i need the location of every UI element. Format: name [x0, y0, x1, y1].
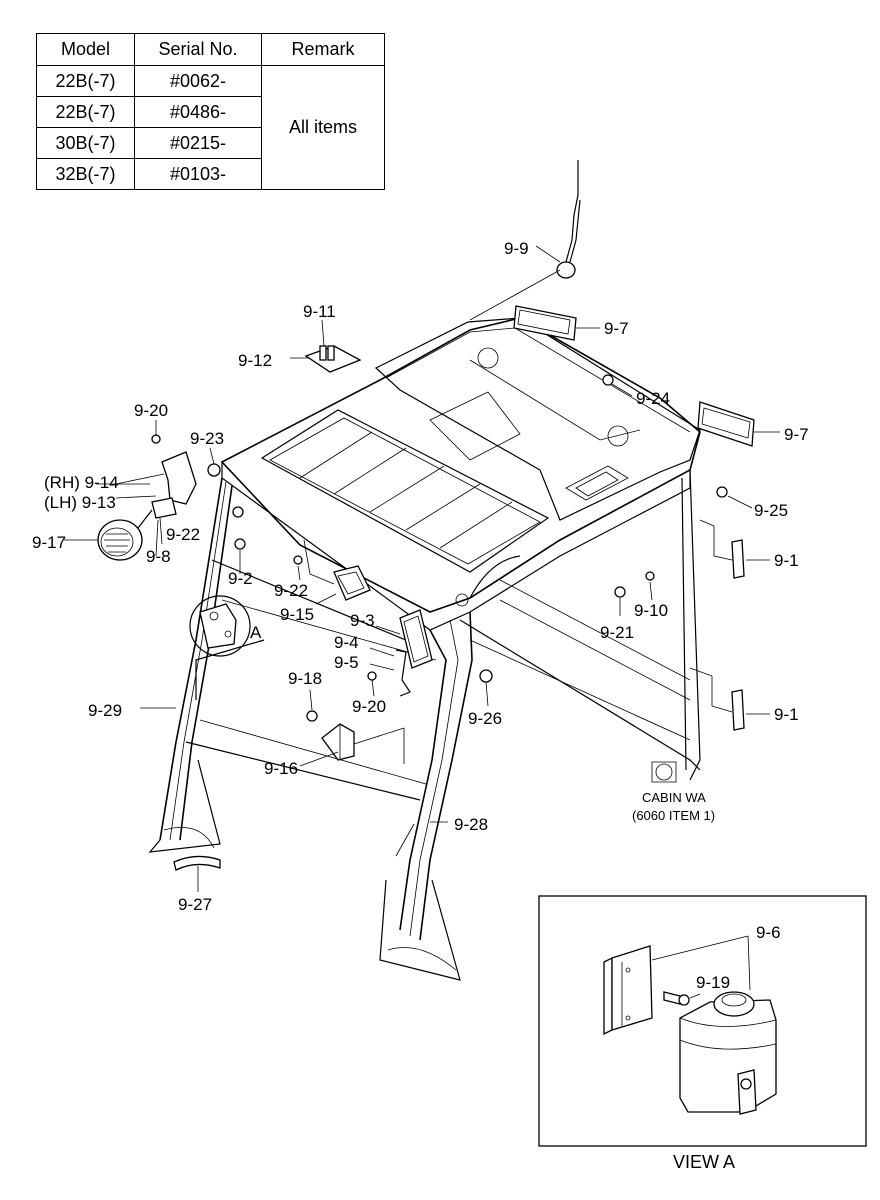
callout-9-10: 9-10: [634, 601, 668, 620]
callout-9-23: 9-23: [190, 429, 224, 448]
table-header-row: Model Serial No. Remark: [36, 33, 385, 66]
cell-model: 22B(-7): [36, 96, 135, 128]
callout-9-1-lower: 9-1: [774, 705, 799, 724]
callout-labels: 9-9 9-11 9-12 9-7 9-7 9-24 9-20 9-23 (RH…: [32, 239, 809, 914]
wiper-bracket: [290, 319, 362, 373]
cell-serial: #0486-: [134, 96, 262, 128]
callout-9-8: 9-8: [146, 547, 171, 566]
cabin-note-line1: CABIN WA: [642, 790, 706, 805]
callout-9-13: (LH) 9-13: [44, 493, 116, 512]
callout-9-5: 9-5: [334, 653, 359, 672]
callout-9-2: 9-2: [228, 569, 253, 588]
callout-9-28: 9-28: [454, 815, 488, 834]
callout-9-26: 9-26: [468, 709, 502, 728]
cell-model: 30B(-7): [36, 127, 135, 159]
callout-9-15: 9-15: [280, 605, 314, 624]
callout-9-22-mid: 9-22: [274, 581, 308, 600]
view-a-box: 9-6 9-19 VIEW A: [538, 895, 867, 1172]
rear-view-mirror: [369, 609, 433, 697]
callout-9-3: 9-3: [350, 611, 375, 630]
cell-remark: All items: [261, 65, 385, 190]
small-mirror: [303, 539, 371, 605]
left-work-lamp-assembly: [64, 420, 221, 561]
work-lamp-rear: [513, 305, 600, 341]
cell-model: 22B(-7): [36, 65, 135, 97]
header-serial: Serial No.: [134, 33, 262, 66]
view-a-label: VIEW A: [673, 1152, 735, 1172]
callout-9-25: 9-25: [754, 501, 788, 520]
cell-serial: #0103-: [134, 158, 262, 190]
callout-9-17: 9-17: [32, 533, 66, 552]
callout-9-4: 9-4: [334, 633, 359, 652]
view-a-detail-marker: [189, 595, 251, 657]
door-hinges: [689, 519, 770, 731]
callout-9-11: 9-11: [303, 302, 336, 321]
callout-a: A: [250, 623, 262, 642]
callout-9-7-rear: 9-7: [604, 319, 629, 338]
callout-9-16: 9-16: [264, 759, 298, 778]
antenna: [469, 160, 581, 321]
cabin-pillars: [148, 469, 701, 981]
cell-serial: #0215-: [134, 127, 262, 159]
work-lamp-front: [697, 401, 780, 447]
callout-9-14: (RH) 9-14: [44, 473, 119, 492]
callout-9-1-upper: 9-1: [774, 551, 799, 570]
callout-9-27: 9-27: [178, 895, 212, 914]
callout-9-9: 9-9: [504, 239, 529, 258]
callout-9-12: 9-12: [238, 351, 272, 370]
callout-9-22-left: 9-22: [166, 525, 200, 544]
table-row: 30B(-7) #0215-: [36, 127, 385, 159]
drain-hose: [173, 855, 221, 892]
callout-9-29: 9-29: [88, 701, 122, 720]
fasteners: [232, 374, 753, 722]
table-row: 22B(-7) #0486-: [36, 96, 385, 128]
callout-9-21: 9-21: [600, 623, 634, 642]
table-row: 32B(-7) #0103-: [36, 158, 385, 190]
table-row: 22B(-7) #0062- All items: [36, 65, 385, 190]
cabin-note-line2: (6060 ITEM 1): [632, 808, 715, 823]
model-serial-table: Model Serial No. Remark 22B(-7) #0062- A…: [36, 33, 385, 190]
callout-9-6: 9-6: [756, 923, 781, 942]
header-model: Model: [36, 33, 135, 66]
callout-9-24: 9-24: [636, 389, 670, 408]
cell-model: 32B(-7): [36, 158, 135, 190]
leader-lines: [96, 483, 448, 857]
mounting-bracket: [299, 723, 405, 767]
callout-9-19: 9-19: [696, 973, 730, 992]
callout-9-20-top: 9-20: [134, 401, 168, 420]
callout-9-7-front: 9-7: [784, 425, 809, 444]
callout-9-18: 9-18: [288, 669, 322, 688]
callout-9-20-mid: 9-20: [352, 697, 386, 716]
